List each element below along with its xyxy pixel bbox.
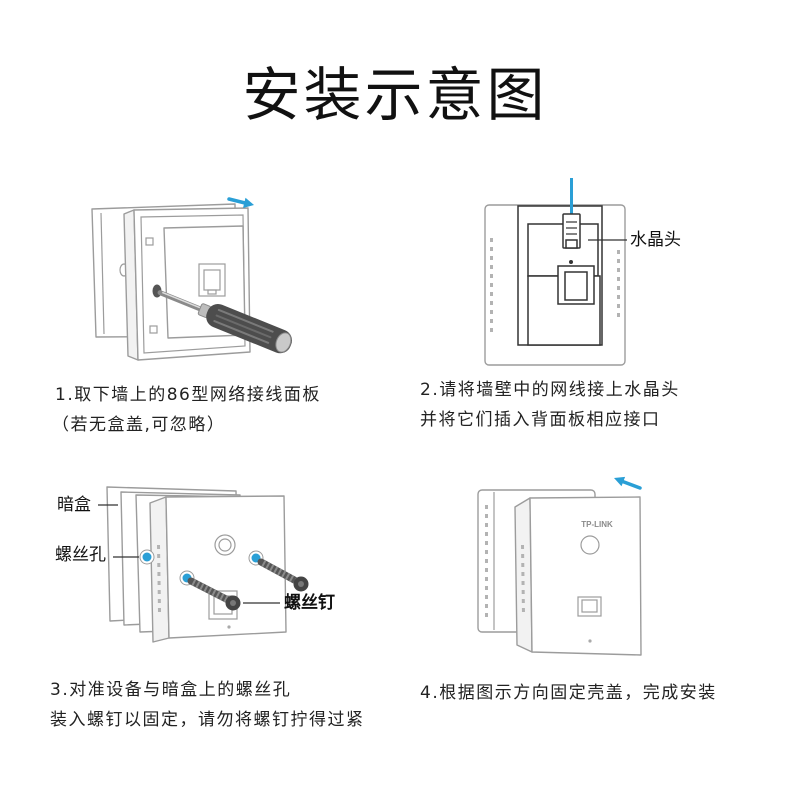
screw-hole-icon (139, 549, 155, 565)
tp-link-logo: TP-LINK (581, 520, 613, 529)
step1-line1: 1.取下墙上的86型网络接线面板 (55, 385, 321, 405)
arrow-right-icon (227, 197, 254, 208)
page-title: 安装示意图 (242, 61, 548, 129)
network-socket (577, 596, 602, 617)
step3-illustration (98, 486, 309, 643)
step4-line1: 4.根据图示方向固定壳盖，完成安装 (420, 683, 717, 703)
step1-illustration (91, 197, 292, 361)
screw-hole-label: 螺丝孔 (55, 545, 106, 565)
step1-line2: （若无盒盖,可忽略） (52, 415, 226, 435)
power-button (580, 535, 600, 555)
step2-illustration (484, 178, 627, 366)
step3-line2: 装入螺钉以固定，请勿将螺钉拧得过紧 (50, 710, 365, 730)
step4-illustration: TP-LINK (477, 476, 642, 656)
device-cover (529, 496, 642, 656)
crystal-head-label: 水晶头 (630, 230, 681, 250)
power-button (214, 534, 236, 556)
back-box-label: 暗盒 (57, 495, 91, 515)
screwdriver-icon (157, 290, 292, 354)
step3-line1: 3.对准设备与暗盒上的螺丝孔 (50, 680, 292, 700)
step2-line2: 并将它们插入背面板相应接口 (420, 410, 661, 430)
screw-icon (257, 558, 309, 592)
screw-label: 螺丝钉 (284, 593, 335, 613)
network-socket (198, 263, 226, 297)
crystal-head-icon (562, 213, 581, 249)
screw-icon (187, 577, 241, 611)
step2-line1: 2.请将墙壁中的网线接上水晶头 (420, 380, 680, 400)
arrow-left-icon (614, 476, 642, 490)
